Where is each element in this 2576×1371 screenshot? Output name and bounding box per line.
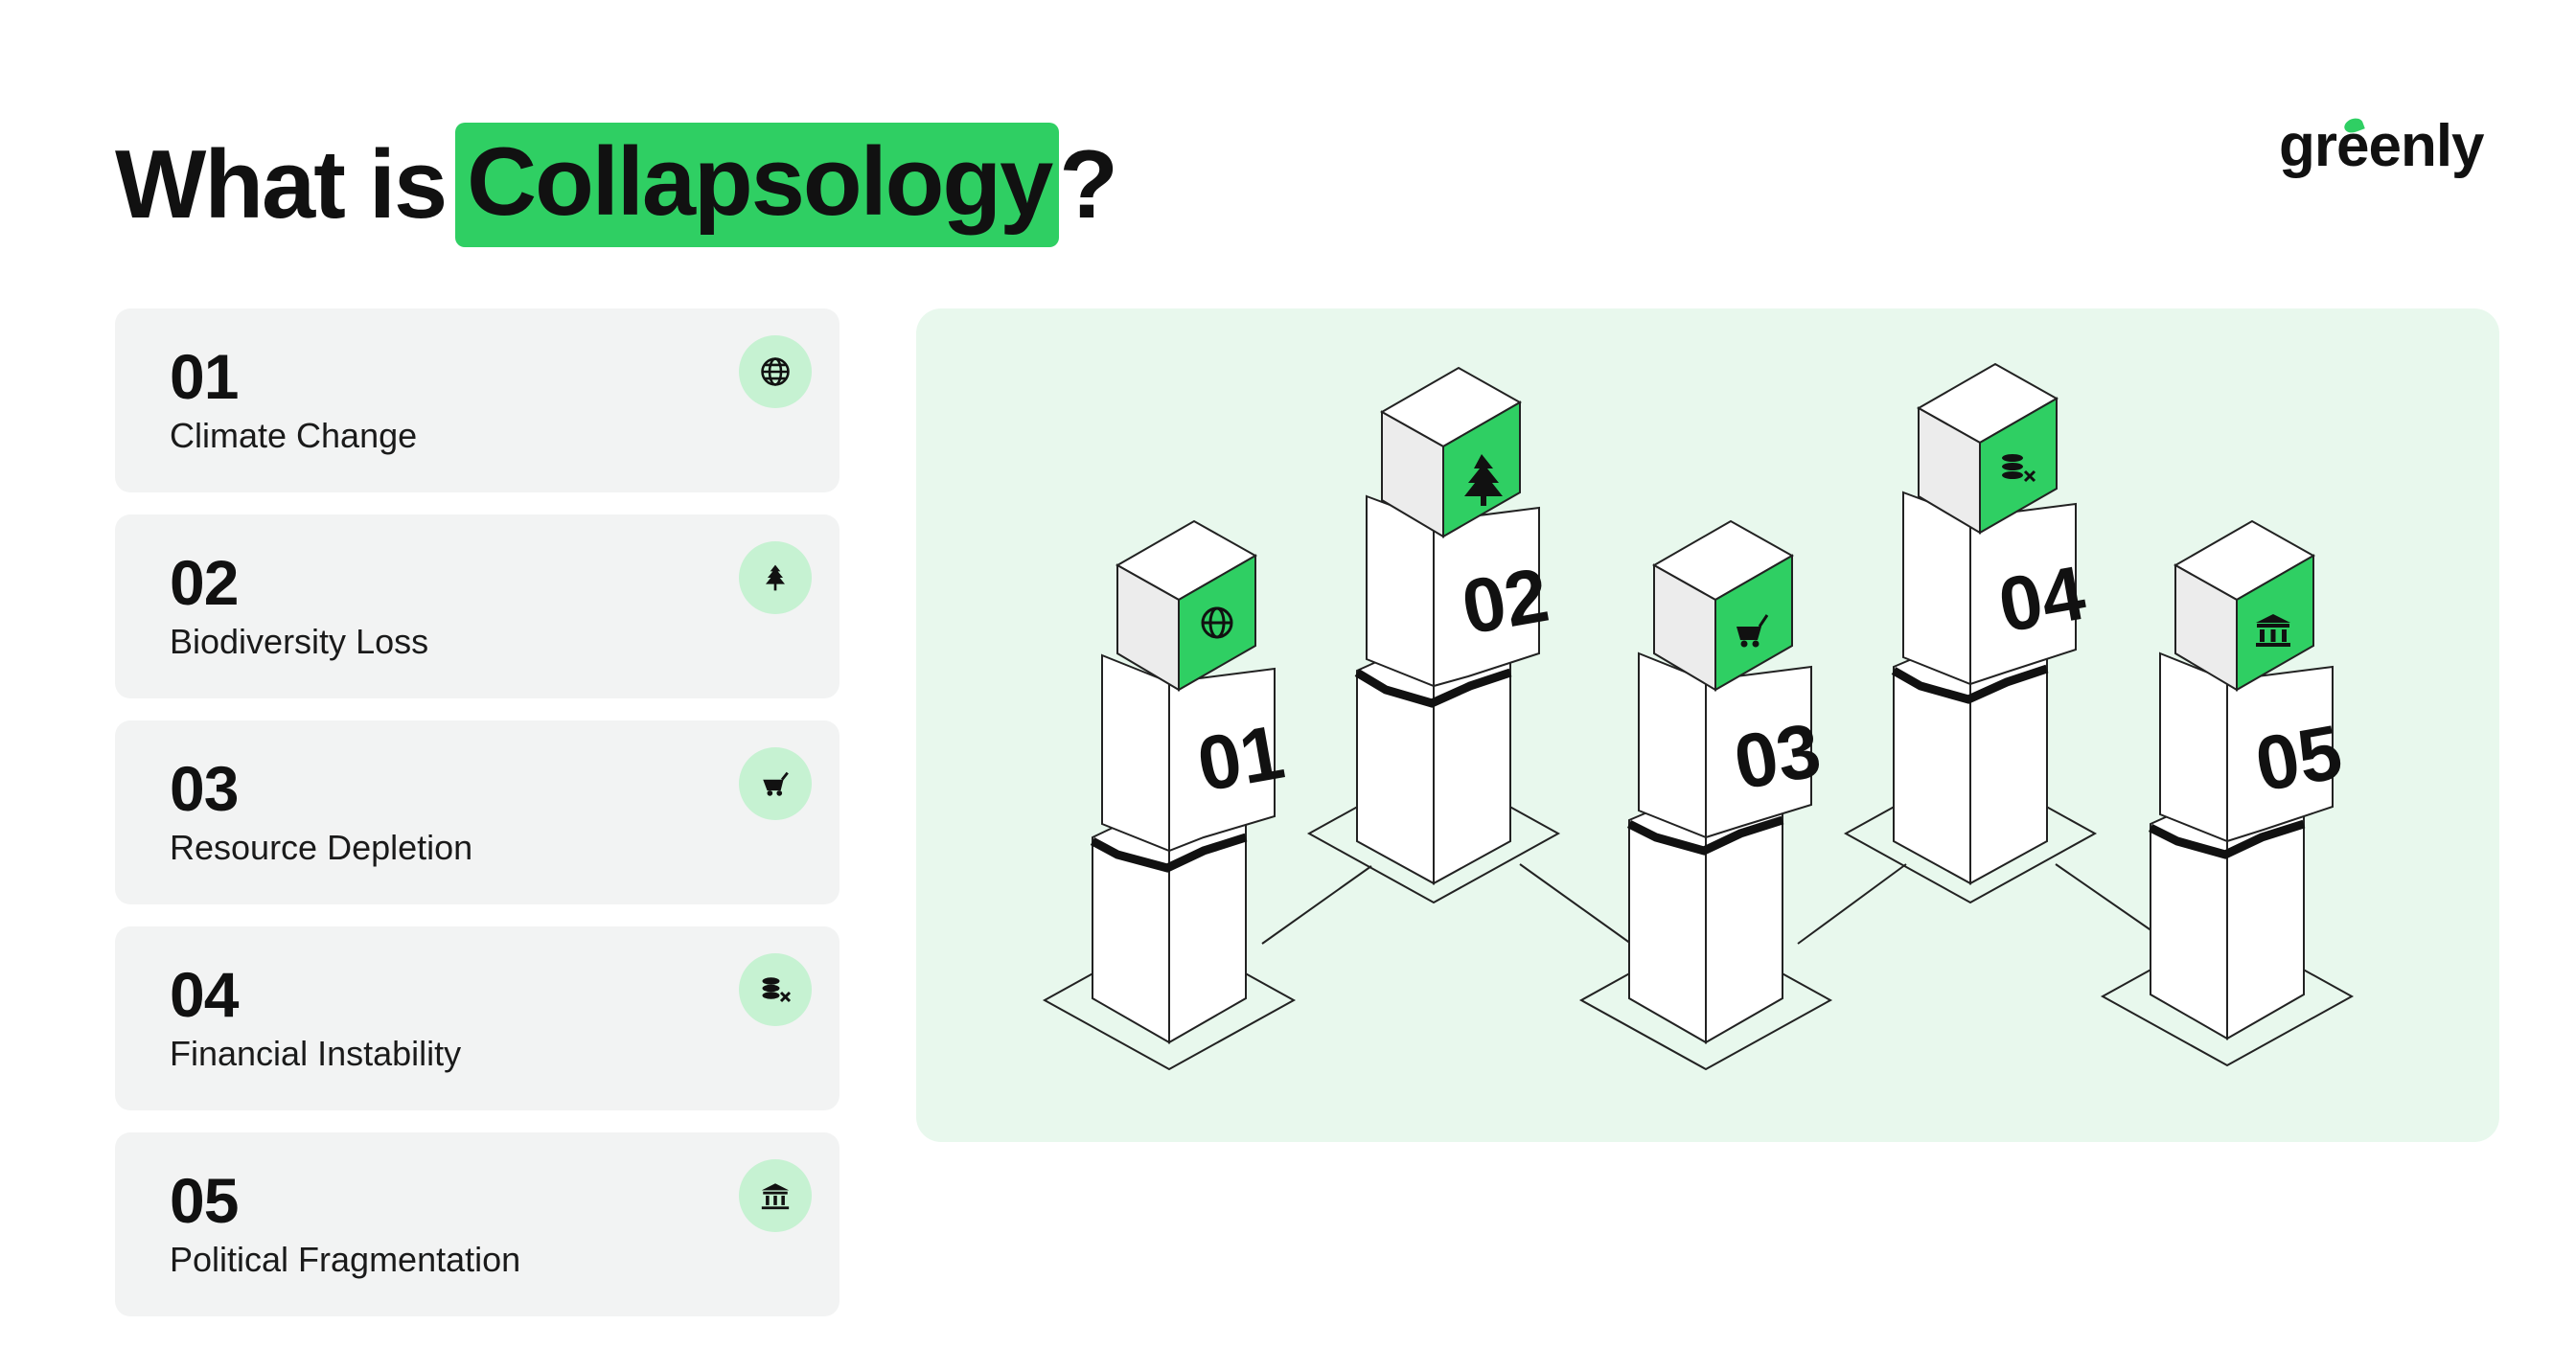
item-label: Climate Change — [170, 416, 418, 455]
title-suffix: ? — [1059, 130, 1118, 239]
ore-cart-icon — [739, 747, 812, 820]
greenly-logo: greenly — [2279, 107, 2490, 184]
item-label: Political Fragmentation — [170, 1240, 521, 1279]
connector-lines — [1261, 863, 2153, 945]
globe-icon — [1201, 606, 1233, 639]
item-number: 02 — [170, 547, 239, 618]
logo-text: greenly — [2279, 112, 2485, 179]
title-prefix: What is — [115, 130, 448, 239]
government-building-icon — [2256, 614, 2290, 647]
svg-text:05: 05 — [2249, 709, 2348, 808]
svg-text:03: 03 — [1728, 707, 1827, 806]
svg-text:02: 02 — [1456, 552, 1554, 651]
ore-cart-icon — [1736, 614, 1769, 648]
globe-icon — [739, 335, 812, 408]
item-label: Resource Depletion — [170, 828, 473, 867]
item-label: Financial Instability — [170, 1034, 462, 1073]
list-item-resource-depletion: 03 Resource Depletion — [115, 720, 840, 904]
government-building-icon — [739, 1159, 812, 1232]
item-number: 04 — [170, 959, 239, 1030]
list-item-biodiversity-loss: 02 Biodiversity Loss — [115, 514, 840, 698]
coins-crossed-icon — [2002, 454, 2036, 483]
pillar-04: 04 — [1843, 362, 2098, 904]
list-item-political-fragmentation: 05 Political Fragmentation — [115, 1132, 840, 1316]
svg-text:01: 01 — [1191, 709, 1290, 808]
tree-icon — [1464, 454, 1503, 506]
svg-text:04: 04 — [1992, 550, 2092, 649]
pillar-05: 05 — [2100, 519, 2355, 1067]
item-number: 05 — [170, 1165, 239, 1236]
tree-icon — [739, 541, 812, 614]
illustration-panel: 01 02 — [916, 308, 2499, 1142]
pillars-illustration: 01 02 — [1042, 362, 2355, 1071]
item-number: 03 — [170, 753, 239, 824]
pillar-02: 02 — [1306, 366, 1561, 904]
coins-crossed-icon — [739, 953, 812, 1026]
list-item-climate-change: 01 Climate Change — [115, 308, 840, 492]
item-number: 01 — [170, 341, 239, 412]
page-title: What is Collapsology ? — [115, 123, 1118, 247]
pillar-01: 01 — [1042, 519, 1297, 1071]
item-label: Biodiversity Loss — [170, 622, 429, 661]
title-highlight: Collapsology — [455, 123, 1060, 247]
pillar-03: 03 — [1578, 519, 1833, 1071]
list-item-financial-instability: 04 Financial Instability — [115, 926, 840, 1110]
